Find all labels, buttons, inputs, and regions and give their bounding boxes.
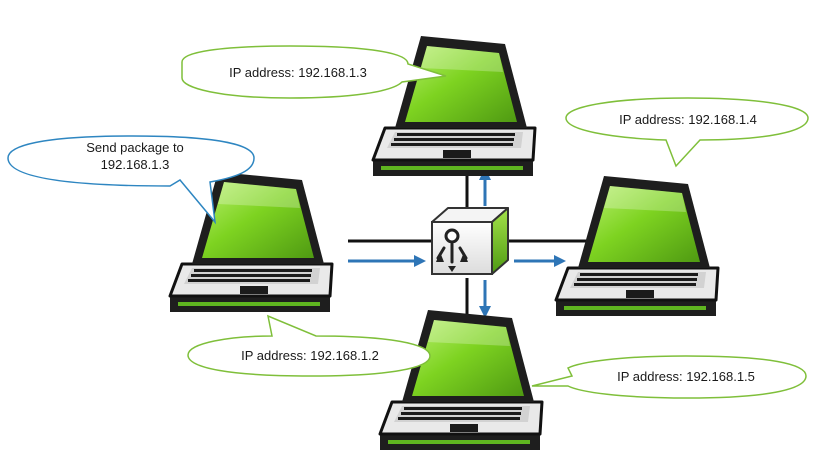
sender-message-line1: Send package to	[86, 140, 184, 155]
bottom-laptop-ip-label: IP address: 192.168.1.5	[617, 369, 755, 384]
left-laptop-ip-label: IP address: 192.168.1.2	[241, 348, 379, 363]
laptop-icon[interactable]	[554, 174, 720, 318]
top-ip-bubble	[181, 45, 447, 99]
sender-message-line2: 192.168.1.3	[100, 157, 170, 172]
bottom-ip-bubble	[531, 355, 807, 399]
data-flow-arrows	[348, 168, 566, 318]
sender-message-text: Send package to 192.168.1.3	[72, 139, 198, 173]
right-ip-bubble	[565, 97, 809, 168]
right-laptop-ip-label: IP address: 192.168.1.4	[619, 112, 757, 127]
left-ip-bubble	[187, 314, 431, 377]
network-switch-icon	[431, 207, 509, 275]
arrow-hub-to-right	[514, 255, 566, 267]
laptop-icon[interactable]	[378, 308, 544, 452]
arrow-right-to-hub	[348, 255, 426, 267]
arrow-hub-to-bottom	[479, 280, 491, 318]
top-laptop-ip-label: IP address: 192.168.1.3	[229, 65, 367, 80]
sender-message-bubble	[7, 135, 255, 225]
